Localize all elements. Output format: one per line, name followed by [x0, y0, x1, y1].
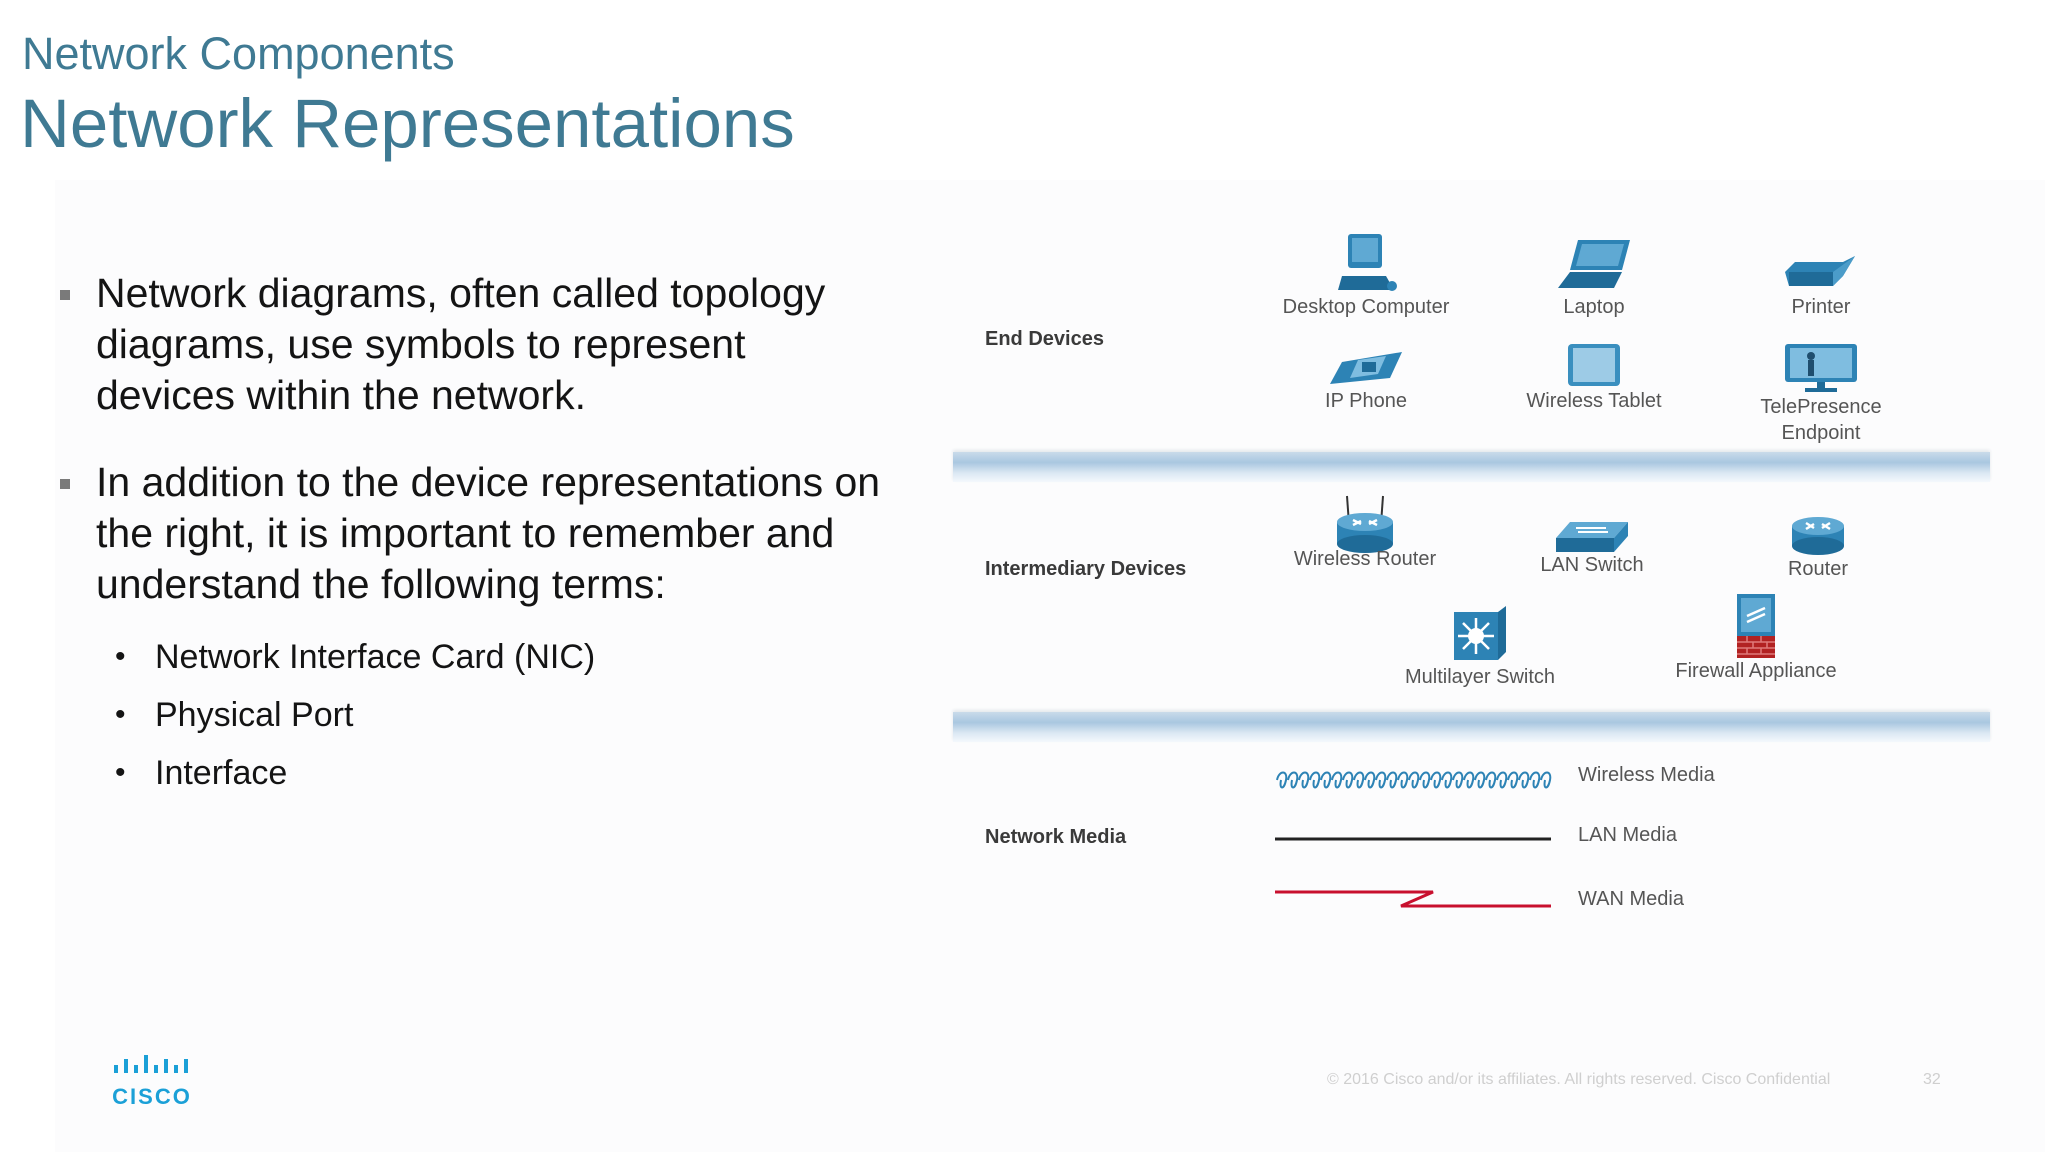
device-label: Firewall Appliance — [1675, 660, 1837, 682]
slide-background — [55, 180, 2045, 1152]
media-label-wan: WAN Media — [1578, 888, 1684, 910]
lan-switch-icon — [1556, 522, 1628, 552]
multilayer-switch-icon — [1454, 606, 1506, 660]
copyright-notice: © 2016 Cisco and/or its affiliates. All … — [1327, 1071, 1831, 1088]
printer-icon — [1785, 256, 1855, 286]
laptop-symbol: Laptop — [1499, 238, 1689, 320]
cisco-bridge-icon — [114, 1055, 188, 1073]
ip-phone-symbol: IP Phone — [1271, 348, 1461, 414]
device-label: Multilayer Switch — [1404, 666, 1556, 688]
bullet-item: In addition to the device representation… — [60, 457, 890, 610]
lan-media-line-icon — [1275, 837, 1551, 841]
media-label-wireless: Wireless Media — [1578, 764, 1715, 786]
page-number: 32 — [1923, 1071, 1941, 1088]
square-bullet-icon — [60, 290, 70, 300]
device-label: Printer — [1791, 296, 1851, 318]
wireless-tablet-symbol: Wireless Tablet — [1499, 342, 1689, 414]
sub-bullet-text: Physical Port — [155, 696, 354, 734]
router-icon — [1792, 517, 1844, 555]
row-label-intermediary-devices: Intermediary Devices — [985, 558, 1187, 580]
sub-bullet-item: • Physical Port — [60, 686, 890, 744]
desktop-computer-icon — [1338, 234, 1397, 291]
wireless-media-line-icon — [1273, 768, 1553, 792]
device-label: Laptop — [1563, 296, 1625, 318]
cisco-logo-text: CISCO — [112, 1084, 192, 1109]
row-label-network-media: Network Media — [985, 826, 1127, 848]
multilayer-switch-symbol: Multilayer Switch — [1385, 604, 1575, 690]
ip-phone-icon — [1330, 352, 1402, 384]
bullet-text: In addition to the device representation… — [96, 459, 881, 607]
wireless-router-symbol: Wireless Router — [1270, 494, 1460, 572]
device-label: Desktop Computer — [1282, 296, 1450, 318]
sub-bullet-text: Network Interface Card (NIC) — [155, 638, 596, 676]
firewall-appliance-symbol: Firewall Appliance — [1661, 592, 1851, 684]
media-label-lan: LAN Media — [1578, 824, 1677, 846]
device-label: Router — [1787, 558, 1849, 580]
dot-bullet-icon: • — [115, 698, 126, 731]
network-symbols-diagram: End Devices Desktop Computer Laptop Prin… — [953, 232, 1990, 932]
firewall-icon — [1737, 594, 1775, 658]
square-bullet-icon — [60, 479, 70, 489]
section-divider-band — [953, 712, 1990, 742]
printer-symbol: Printer — [1726, 254, 1916, 320]
device-label: IP Phone — [1325, 390, 1407, 412]
section-divider-band — [953, 452, 1990, 482]
sub-bullet-text: Interface — [155, 754, 288, 792]
device-label: TelePresence Endpoint — [1760, 396, 1882, 444]
device-label: Wireless Tablet — [1526, 390, 1662, 412]
wireless-router-icon — [1337, 495, 1393, 553]
cisco-logo: CISCO — [112, 1055, 192, 1110]
wan-media-line-icon — [1275, 890, 1551, 908]
device-label: LAN Switch — [1540, 554, 1644, 576]
sub-bullet-item: • Interface — [60, 744, 890, 802]
section-subtitle: Network Components — [22, 28, 455, 79]
telepresence-icon — [1785, 344, 1857, 392]
device-label: Wireless Router — [1293, 548, 1437, 570]
bullet-list: Network diagrams, often called topology … — [60, 268, 890, 802]
laptop-icon — [1558, 240, 1630, 288]
page-title: Network Representations — [20, 85, 795, 162]
tablet-icon — [1568, 344, 1620, 386]
router-symbol: Router — [1723, 514, 1913, 582]
bullet-text: Network diagrams, often called topology … — [96, 270, 826, 418]
telepresence-endpoint-symbol: TelePresence Endpoint — [1726, 342, 1916, 446]
row-label-end-devices: End Devices — [985, 328, 1104, 350]
desktop-computer-symbol: Desktop Computer — [1271, 232, 1461, 320]
bullet-item: Network diagrams, often called topology … — [60, 268, 890, 421]
lan-switch-symbol: LAN Switch — [1497, 518, 1687, 578]
sub-bullet-item: • Network Interface Card (NIC) — [60, 628, 890, 686]
dot-bullet-icon: • — [115, 640, 126, 673]
dot-bullet-icon: • — [115, 756, 126, 789]
